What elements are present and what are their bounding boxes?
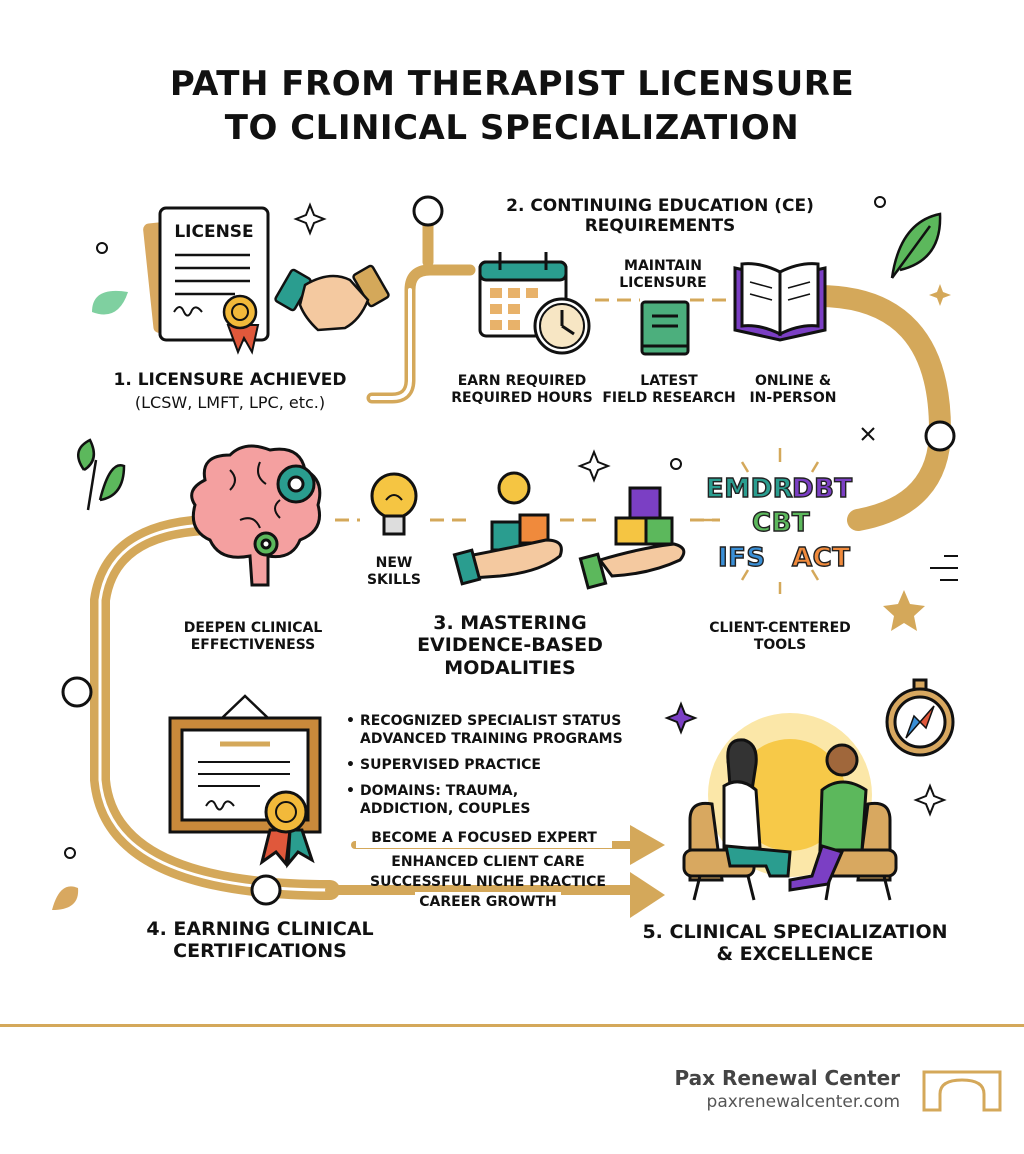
cert-bullet-text: ADVANCED TRAINING PROGRAMS <box>360 731 623 747</box>
outcome-line: SUCCESSFUL NICHE PRACTICE <box>370 874 606 890</box>
step1-heading: 1. LICENSURE ACHIEVED <box>113 370 347 390</box>
cert-bullet: •RECOGNIZED SPECIALIST STATUS <box>346 713 622 729</box>
calendar-clock-icon <box>478 252 591 355</box>
footer-brand: Pax Renewal Center <box>674 1066 900 1090</box>
ce-item2-line-2: FIELD RESEARCH <box>602 389 736 406</box>
ce-item3-line-1: ONLINE & <box>754 373 832 389</box>
cert-bullet-text: ADDICTION, COUPLES <box>360 801 531 817</box>
step3-heading-line-2: EVIDENCE-BASED <box>417 634 603 657</box>
new-skills-label: NEW SKILLS <box>358 555 430 588</box>
client-tools-label: CLIENT-CENTERED TOOLS <box>700 620 860 653</box>
step1-subtitle: (LCSW, LMFT, LPC, etc.) <box>134 393 326 412</box>
page-title: PATH FROM THERAPIST LICENSURE TO CLINICA… <box>0 62 1024 150</box>
step5-heading: 5. CLINICAL SPECIALIZATION & EXCELLENCE <box>640 921 950 966</box>
step2-heading-line-2: REQUIREMENTS <box>584 216 736 237</box>
footer-divider <box>0 1024 1024 1027</box>
maintain-line-2: LICENSURE <box>619 274 707 291</box>
client-tools-line-2: TOOLS <box>753 636 807 653</box>
step3-heading-line-1: 3. MASTERING <box>433 612 587 634</box>
step5-heading-line-1: 5. CLINICAL SPECIALIZATION <box>642 921 948 943</box>
title-line-2: TO CLINICAL SPECIALIZATION <box>224 108 800 148</box>
skills-line-2: SKILLS <box>366 571 422 588</box>
cert-bullet-list: •RECOGNIZED SPECIALIST STATUS ADVANCED T… <box>346 712 623 818</box>
title-line-1: PATH FROM THERAPIST LICENSURE <box>169 64 855 104</box>
waypoint-circles <box>61 195 956 906</box>
ce-item1-line-1: EARN REQUIRED <box>457 373 587 389</box>
decorative-sparkles <box>64 196 958 859</box>
modality-emdr: EMDR <box>705 473 794 504</box>
license-icon-label: LICENSE <box>174 222 254 242</box>
modality-ifs: IFS <box>717 542 766 573</box>
step2-heading: 2. CONTINUING EDUCATION (CE) REQUIREMENT… <box>480 196 840 236</box>
step4-heading-line-1: 4. EARNING CLINICAL <box>146 918 374 940</box>
modality-act: ACT <box>791 542 851 573</box>
outcome-line: CAREER GROWTH <box>415 892 561 912</box>
ce-item-field-research: LATEST FIELD RESEARCH <box>600 373 738 406</box>
modality-dbt: DBT <box>791 473 853 504</box>
step2-heading-line-1: 2. CONTINUING EDUCATION (CE) <box>506 196 814 216</box>
step3-heading: 3. MASTERING EVIDENCE-BASED MODALITIES <box>400 612 620 679</box>
client-tools-line-1: CLIENT-CENTERED <box>709 620 851 636</box>
deepen-line-1: DEEPEN CLINICAL <box>183 620 323 636</box>
deepen-line-2: EFFECTIVENESS <box>190 636 316 653</box>
modality-cbt: CBT <box>751 507 811 538</box>
lightbulb-icon <box>370 472 418 536</box>
footer-url[interactable]: paxrenewalcenter.com <box>706 1092 900 1112</box>
brand-logo-icon <box>922 1070 1002 1112</box>
modalities-burst <box>700 448 862 594</box>
dashed-connectors <box>335 298 735 522</box>
cert-bullet: ADDICTION, COUPLES <box>346 800 623 818</box>
step5-heading-line-2: & EXCELLENCE <box>716 943 874 966</box>
license-document-icon <box>143 206 270 355</box>
cert-bullet: •SUPERVISED PRACTICE <box>346 757 541 773</box>
cert-bullet: •DOMAINS: TRAUMA, <box>346 783 519 799</box>
ce-item-earn-hours: EARN REQUIRED REQUIRED HOURS <box>442 373 602 406</box>
outcomes-text: ENHANCED CLIENT CARE SUCCESSFUL NICHE PR… <box>350 852 626 912</box>
brain-gears-icon <box>190 444 322 587</box>
outcome-line: ENHANCED CLIENT CARE <box>391 854 585 870</box>
decorative-leaves <box>52 212 942 910</box>
maintain-line-1: MAINTAIN <box>624 258 702 274</box>
book-icon <box>640 300 690 356</box>
skills-line-1: NEW <box>375 555 413 571</box>
hand-blocks-icon <box>578 486 686 590</box>
focused-expert-text: BECOME A FOCUSED EXPERT <box>356 828 612 848</box>
ce-item-online: ONLINE & IN-PERSON <box>740 373 846 406</box>
ce-item1-line-2: REQUIRED HOURS <box>451 389 593 406</box>
therapy-session-icon <box>682 713 898 901</box>
arrow-heads <box>630 825 665 918</box>
ce-item3-line-2: IN-PERSON <box>749 389 837 406</box>
handshake-icon <box>274 264 390 332</box>
hand-puzzle-icon <box>452 471 563 586</box>
compass-icon <box>885 678 955 757</box>
cert-bullet-text: DOMAINS: TRAUMA, <box>360 783 519 799</box>
step4-heading: 4. EARNING CLINICAL CERTIFICATIONS <box>140 918 380 963</box>
certificate-frame-icon <box>168 694 322 869</box>
step3-heading-line-3: MODALITIES <box>444 656 576 679</box>
step4-heading-line-2: CERTIFICATIONS <box>173 940 347 963</box>
cert-bullet: ADVANCED TRAINING PROGRAMS <box>346 730 623 748</box>
open-book-icon <box>733 262 827 342</box>
maintain-licensure-label: MAINTAIN LICENSURE <box>600 258 726 291</box>
ce-item2-line-1: LATEST <box>640 373 698 389</box>
cert-bullet-text: SUPERVISED PRACTICE <box>360 757 541 773</box>
cert-bullet-text: RECOGNIZED SPECIALIST STATUS <box>360 713 622 729</box>
deepen-effectiveness-label: DEEPEN CLINICAL EFFECTIVENESS <box>170 620 336 653</box>
